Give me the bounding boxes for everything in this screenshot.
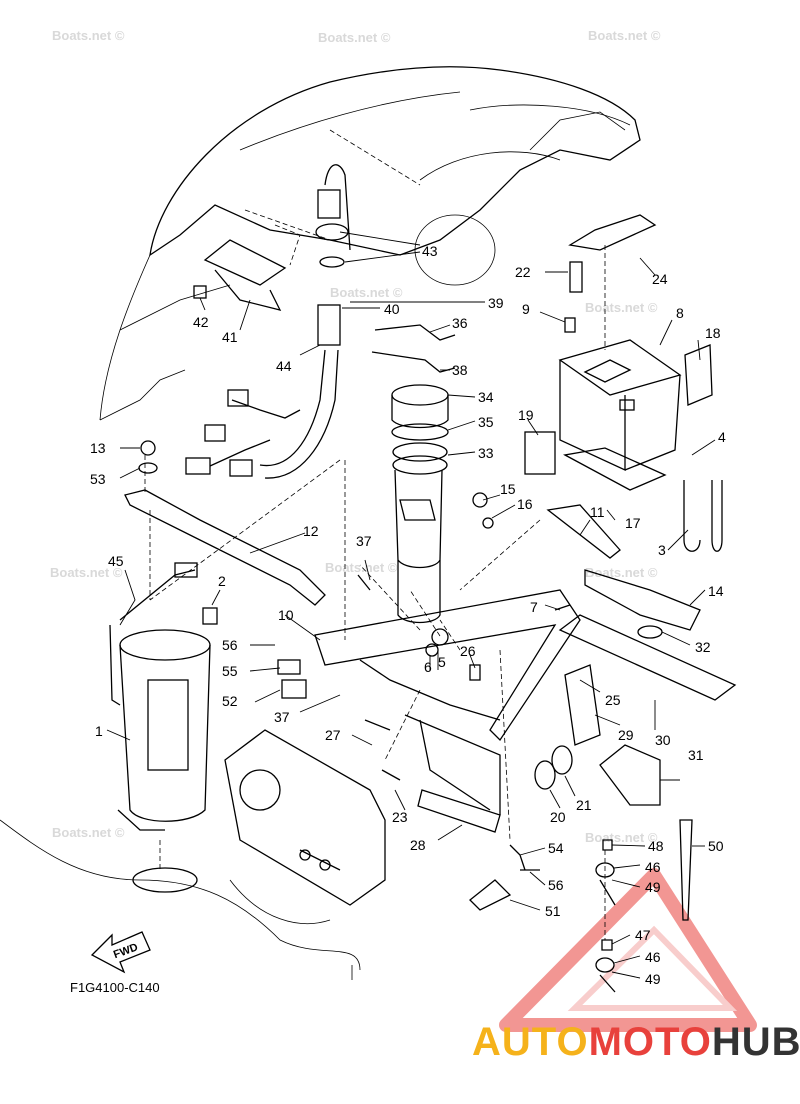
callout-number: 36 <box>452 315 468 331</box>
watermark: Boats.net © <box>318 30 391 45</box>
watermark: Boats.net © <box>52 825 125 840</box>
bracket-14 <box>584 569 701 639</box>
callout-number: 6 <box>424 659 432 675</box>
brand-logo: AUTOMOTOHUB <box>472 1020 800 1065</box>
callout-number: 37 <box>356 533 372 549</box>
callout-number: 56 <box>548 877 564 893</box>
callout-number: 20 <box>550 809 566 825</box>
leader-lines <box>106 231 716 979</box>
watermark: Boats.net © <box>325 560 398 575</box>
hardware <box>138 317 576 911</box>
callout-number: 32 <box>695 639 711 655</box>
callout-number: 19 <box>518 407 534 423</box>
pad-plates <box>417 789 501 833</box>
callout-number: 5 <box>438 654 446 670</box>
callout-number: 12 <box>303 523 319 539</box>
callout-number: 40 <box>384 301 400 317</box>
callout-number: 46 <box>645 949 661 965</box>
callout-number: 48 <box>648 838 664 854</box>
fuel-hose <box>259 164 351 479</box>
callout-number: 15 <box>500 481 516 497</box>
bracket-41 <box>193 239 287 311</box>
callout-number: 52 <box>222 693 238 709</box>
callout-number: 56 <box>222 637 238 653</box>
callout-number: 24 <box>652 271 668 287</box>
bracket-31 <box>599 744 661 806</box>
callout-number: 41 <box>222 329 238 345</box>
brand-triangle-logo <box>499 868 757 1032</box>
tray-bracket <box>314 589 581 815</box>
callout-number: 14 <box>708 583 724 599</box>
watermark: Boats.net © <box>588 28 661 43</box>
watermark: Boats.net © <box>585 300 658 315</box>
diagram-code: F1G4100-C140 <box>70 980 160 995</box>
battery-accessories <box>524 214 723 559</box>
fuel-tank <box>391 384 449 624</box>
callout-number: 49 <box>645 879 661 895</box>
callout-number: 23 <box>392 809 408 825</box>
callout-number: 26 <box>460 643 476 659</box>
fwd-label: FWD <box>112 941 140 961</box>
brand-part-auto: AUTO <box>472 1020 589 1064</box>
battery <box>558 339 682 491</box>
callout-number: 34 <box>478 389 494 405</box>
wiring-harness <box>185 389 301 477</box>
callout-number: 18 <box>705 325 721 341</box>
watermark: Boats.net © <box>52 28 125 43</box>
callout-number: 39 <box>488 295 504 311</box>
callout-number: 37 <box>274 709 290 725</box>
watermark: Boats.net © <box>50 565 123 580</box>
callout-number: 9 <box>522 301 530 317</box>
callout-number: 8 <box>676 305 684 321</box>
callout-number: 25 <box>605 692 621 708</box>
callout-number: 33 <box>478 445 494 461</box>
callout-number: 28 <box>410 837 426 853</box>
fuel-pump <box>117 629 211 893</box>
electrical-box <box>224 729 386 906</box>
watermark: Boats.net © <box>330 285 403 300</box>
assembly-lines <box>144 129 606 980</box>
callout-number: 21 <box>576 797 592 813</box>
callout-number: 50 <box>708 838 724 854</box>
callout-number: 7 <box>530 599 538 615</box>
callout-number: 31 <box>688 747 704 763</box>
hull-outline <box>0 66 641 971</box>
callout-number: 3 <box>658 542 666 558</box>
callout-number: 53 <box>90 471 106 487</box>
callout-number: 22 <box>515 264 531 280</box>
fwd-arrow-icon: FWD <box>90 931 151 974</box>
callout-number: 47 <box>635 927 651 943</box>
callout-number: 51 <box>545 903 561 919</box>
support-plate <box>558 614 737 746</box>
callout-number: 2 <box>218 573 226 589</box>
callout-number: 4 <box>718 429 726 445</box>
sender-45 <box>109 562 198 706</box>
brand-part-moto: MOTO <box>588 1020 712 1064</box>
callout-number: 29 <box>618 727 634 743</box>
callout-number: 17 <box>625 515 641 531</box>
callout-number: 45 <box>108 553 124 569</box>
callout-number: 54 <box>548 840 564 856</box>
callout-number: 27 <box>325 727 341 743</box>
callout-number: 10 <box>278 607 294 623</box>
callout-number: 1 <box>95 723 103 739</box>
callout-number: 55 <box>222 663 238 679</box>
callout-number: 11 <box>590 504 605 520</box>
callout-number: 35 <box>478 414 494 430</box>
callout-number: 44 <box>276 358 292 374</box>
grommets <box>534 745 573 790</box>
callout-number: 42 <box>193 314 209 330</box>
callout-numbers: 1 2 3 4 5 6 7 8 9 10 11 12 13 14 15 16 1… <box>90 243 726 987</box>
callout-number: 38 <box>452 362 468 378</box>
callout-number: 16 <box>517 496 533 512</box>
callout-number: 46 <box>645 859 661 875</box>
callout-number: 13 <box>90 440 106 456</box>
brand-part-hub: HUB <box>711 1020 800 1064</box>
strap-bracket <box>371 324 456 373</box>
callout-number: 30 <box>655 732 671 748</box>
stay-12 <box>124 489 326 606</box>
callout-number: 43 <box>422 243 438 259</box>
callout-number: 49 <box>645 971 661 987</box>
